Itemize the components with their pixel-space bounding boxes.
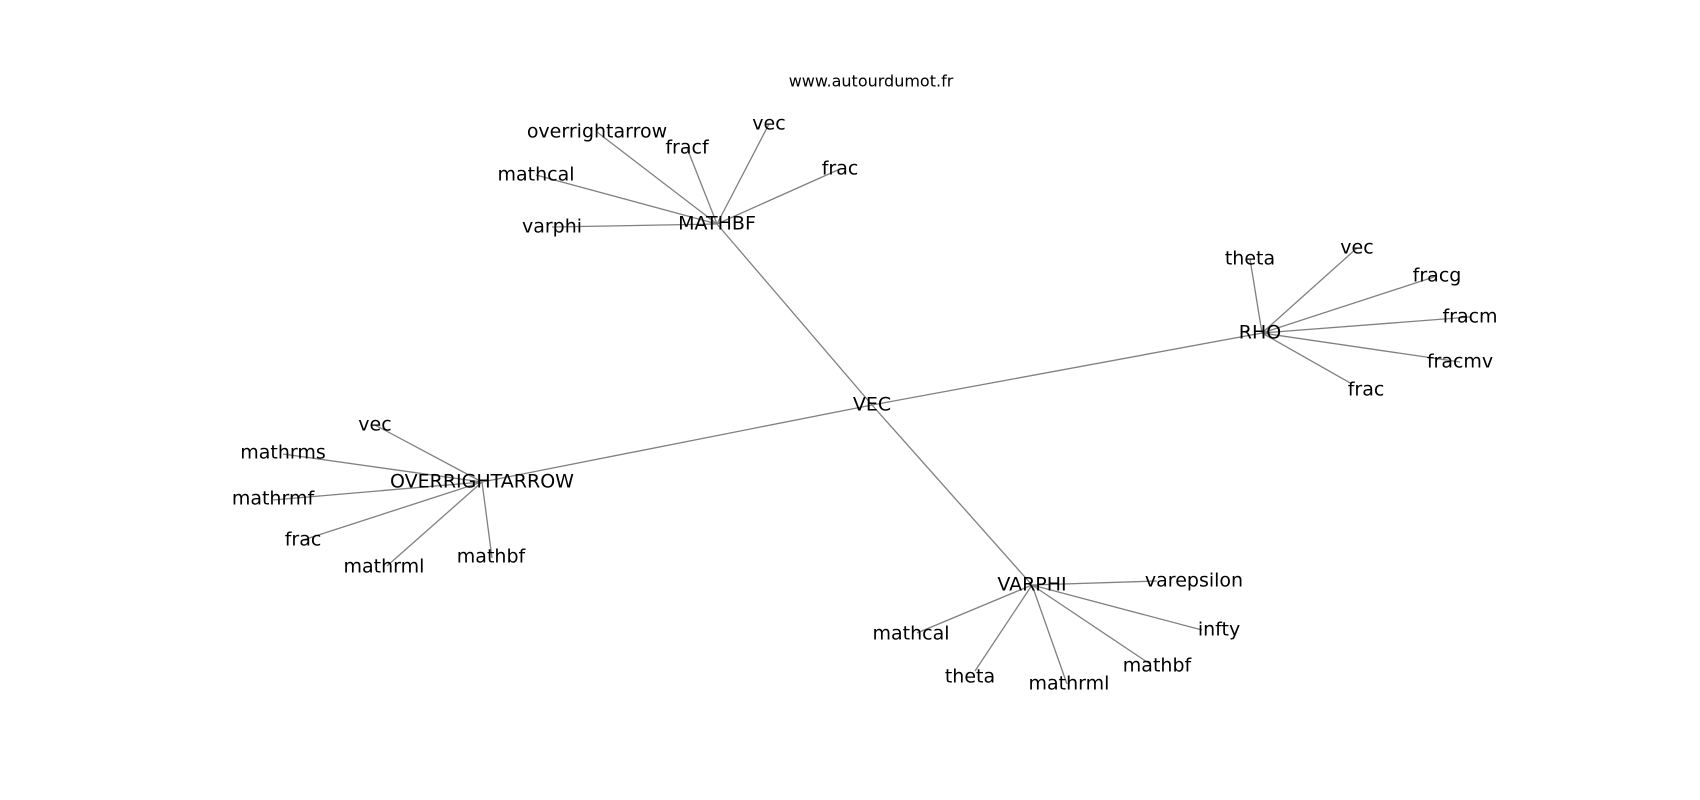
leaf-label: infty [1198,619,1240,641]
edge-varphi-mathrml [1031,584,1068,685]
leaf-label: theta [945,666,995,688]
leaf-label: fracg [1413,265,1462,287]
edge-vec-mathbf [716,223,873,406]
leaf-label: mathcal [872,623,949,645]
leaf-label: theta [1225,248,1275,270]
edge-mathbf-fracf [686,147,718,225]
edge-overrightarrow-mathrml [386,481,483,567]
edge-mathbf-frac [716,168,841,225]
edge-vec-rho [871,332,1263,406]
edge-vec-overrightarrow [481,404,873,483]
labels: www.autourdumot.fr VEC MATHBF overrighta… [232,72,1498,695]
leaf-label: mathrmf [232,488,316,510]
leaf-label: mathrml [1029,673,1110,695]
leaf-label: varphi [522,216,582,238]
edges [272,123,1471,685]
leaf-label: frac [822,158,859,180]
leaf-label: overrightarrow [527,121,667,143]
hub-label-mathbf: MATHBF [678,213,756,235]
edge-rho-vec [1261,247,1358,334]
edge-mathbf-varphi [551,223,718,228]
leaf-label: mathrms [240,442,326,464]
center-node-label: VEC [853,394,891,416]
leaf-label: fracm [1442,306,1497,328]
edge-mathbf-vec [716,123,770,225]
leaf-label: vec [358,414,391,436]
edge-rho-fracm [1261,316,1471,334]
edge-rho-theta [1249,258,1263,334]
edge-overrightarrow-vec [374,424,483,483]
hub-label-varphi: VARPHI [997,574,1066,596]
credit-text: www.autourdumot.fr [789,72,954,91]
hub-label-rho: RHO [1239,322,1281,344]
edge-rho-fracg [1261,275,1438,334]
leaf-label: mathrml [344,556,425,578]
edge-rho-fracmv [1261,332,1461,363]
edge-overrightarrow-frac [302,481,483,541]
edge-rho-frac [1261,332,1353,385]
edge-varphi-theta [974,584,1033,672]
edge-overrightarrow-mathrmf [272,481,483,501]
edge-mathbf-overrightarrow [596,131,718,225]
leaf-label: varepsilon [1145,570,1243,592]
leaf-label: vec [1340,237,1373,259]
leaf-label: mathcal [497,164,574,186]
edge-varphi-varepsilon [1031,580,1158,586]
leaf-label: fracmv [1427,351,1493,373]
leaf-label: frac [1348,379,1385,401]
edge-overrightarrow-mathbf [481,481,493,559]
leaf-label: fracf [665,137,710,159]
leaf-label: frac [285,529,322,551]
edge-varphi-infty [1031,584,1203,631]
leaf-label: mathbf [1123,655,1193,677]
edge-mathbf-mathcal [535,174,718,225]
edge-varphi-mathcal [916,584,1033,634]
leaf-label: vec [752,113,785,135]
leaf-label: mathbf [457,546,527,568]
edge-overrightarrow-mathrms [282,453,483,483]
edge-varphi-mathbf [1031,584,1151,665]
hub-label-overrightarrow: OVERRIGHTARROW [390,471,574,493]
edge-vec-varphi [871,404,1033,586]
